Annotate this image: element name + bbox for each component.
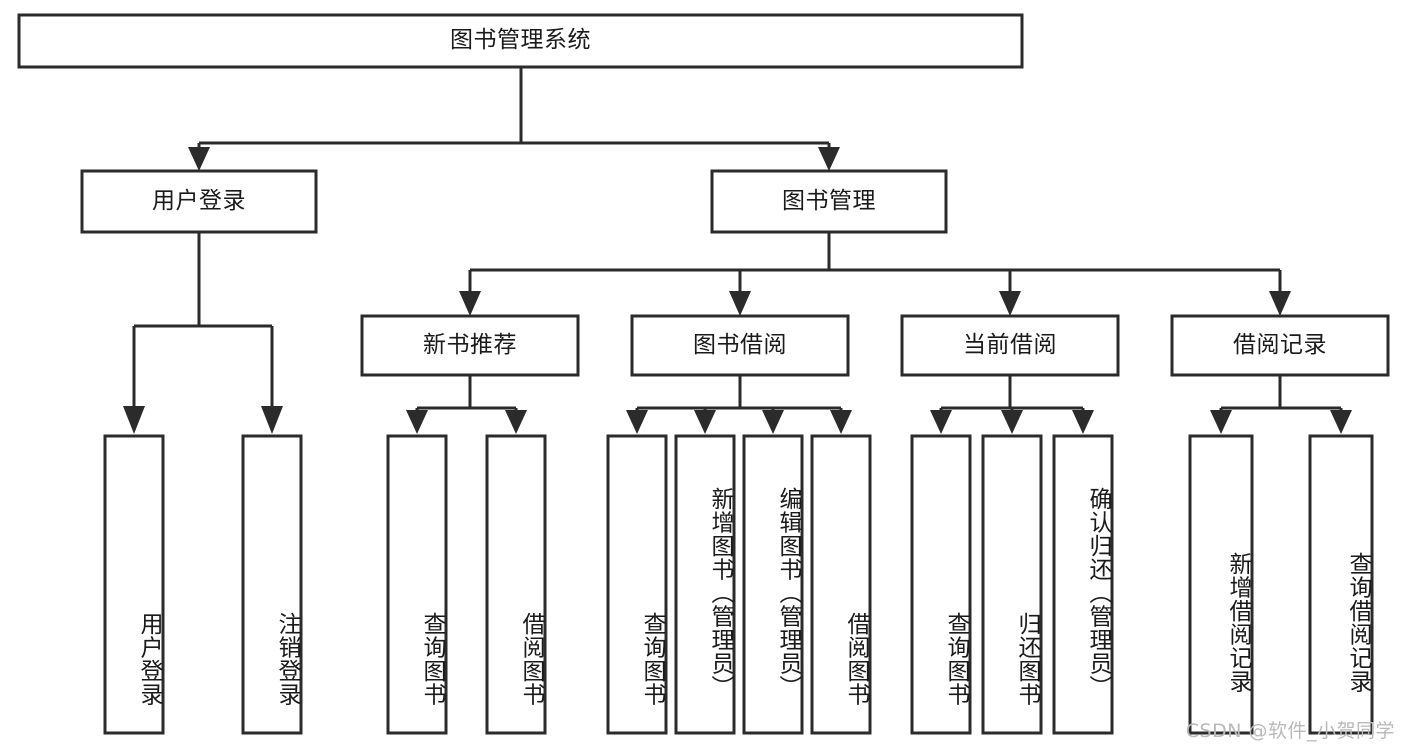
- node-box-root[interactable]: [17, 13, 1024, 69]
- arrow-head-icon: [818, 147, 840, 171]
- arrow-head-icon: [1330, 410, 1352, 434]
- node-box-leaf-borrow-book-2[interactable]: [810, 434, 872, 735]
- node-box-leaf-return-book[interactable]: [981, 434, 1043, 735]
- node-box-user-login[interactable]: [80, 169, 318, 234]
- node-box-current-borrow[interactable]: [900, 314, 1120, 377]
- arrow-head-icon: [626, 410, 648, 434]
- node-box-leaf-user-login[interactable]: [103, 434, 165, 735]
- arrow-head-icon: [729, 291, 751, 316]
- node-box-leaf-query-book-2[interactable]: [606, 434, 668, 735]
- node-box-leaf-query-book-1[interactable]: [386, 434, 448, 735]
- node-box-new-book-recommend[interactable]: [360, 314, 580, 377]
- arrow-head-icon: [830, 410, 852, 434]
- edge-book-borrow-to-leaves: [626, 375, 852, 434]
- edge-new-book-recommend-to-leaves: [406, 375, 527, 434]
- edge-root-to-level1: [188, 67, 840, 171]
- arrow-head-icon: [505, 410, 527, 434]
- edge-user-login-to-leaves: [123, 232, 283, 434]
- arrow-head-icon: [406, 410, 428, 434]
- csdn-watermark: CSDN @软件_小贺同学: [1185, 720, 1395, 742]
- arrow-head-icon: [999, 291, 1021, 316]
- arrow-head-icon: [459, 291, 481, 316]
- arrow-head-icon: [188, 147, 210, 171]
- node-box-leaf-add-book[interactable]: [674, 434, 736, 735]
- node-box-leaf-edit-book[interactable]: [742, 434, 804, 735]
- node-box-leaf-query-record[interactable]: [1308, 434, 1374, 735]
- node-box-leaf-query-book-3[interactable]: [910, 434, 972, 735]
- node-box-book-manage[interactable]: [710, 169, 948, 234]
- node-box-leaf-confirm-return[interactable]: [1052, 434, 1114, 735]
- edge-book-manage-to-level2: [459, 232, 1291, 316]
- arrow-head-icon: [123, 406, 145, 434]
- arrow-head-icon: [1001, 410, 1023, 434]
- arrow-head-icon: [1210, 410, 1232, 434]
- node-box-borrow-record[interactable]: [1170, 314, 1390, 377]
- arrow-head-icon: [261, 406, 283, 434]
- arrow-head-icon: [1269, 291, 1291, 316]
- edge-borrow-record-to-leaves: [1210, 375, 1352, 434]
- node-box-leaf-user-logout[interactable]: [241, 434, 303, 735]
- arrow-head-icon: [762, 410, 784, 434]
- arrow-head-icon: [1072, 410, 1094, 434]
- node-box-book-borrow[interactable]: [630, 314, 850, 377]
- edge-current-borrow-to-leaves: [930, 375, 1094, 434]
- arrow-head-icon: [694, 410, 716, 434]
- arrow-head-icon: [930, 410, 952, 434]
- node-box-leaf-add-record[interactable]: [1188, 434, 1254, 735]
- node-box-leaf-borrow-book-1[interactable]: [485, 434, 547, 735]
